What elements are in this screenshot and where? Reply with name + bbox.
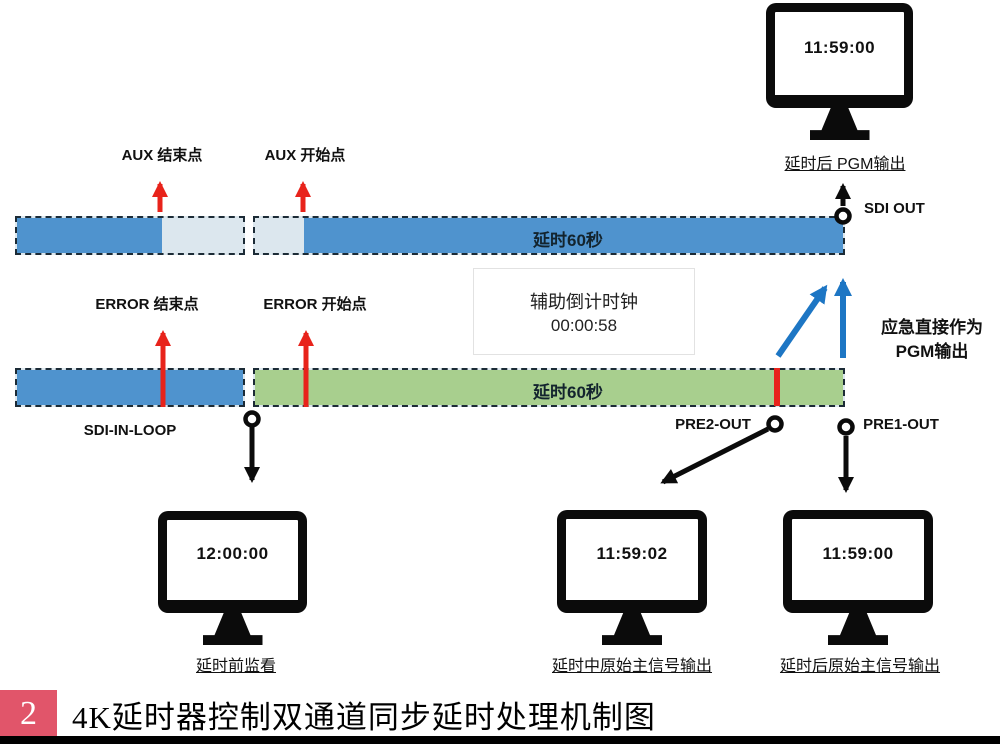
monitor-time: 11:59:02 xyxy=(596,543,668,563)
pgm-output-monitor: 11:59:00 xyxy=(766,3,913,140)
main-bar-label: 延时60秒 xyxy=(533,383,603,402)
figure-number-badge: 2 xyxy=(0,690,57,737)
post-delay-monitor-label: 延时后原始主信号输出 xyxy=(779,658,941,675)
pre1-out-label: PRE1-OUT xyxy=(863,416,939,433)
preview-monitor: 12:00:00 xyxy=(158,511,307,645)
post-delay-monitor: 11:59:00 xyxy=(783,510,933,645)
aux-start-label: AUX 开始点 xyxy=(264,147,346,164)
monitor-screen: 12:00:00 xyxy=(158,511,307,613)
aux-bar-segment-left xyxy=(15,216,245,255)
aux-bar-gap-fill xyxy=(162,218,243,253)
monitor-time: 11:59:00 xyxy=(803,37,876,57)
monitor-screen: 11:59:02 xyxy=(557,510,707,613)
main-bar-segment-left xyxy=(15,368,245,407)
main-bar-blue-fill xyxy=(17,370,243,405)
error-start-label: ERROR 开始点 xyxy=(263,296,367,313)
pre2-out-port-icon xyxy=(766,415,784,433)
emergency-note: 应急直接作为 PGM输出 xyxy=(881,316,983,364)
mid-delay-monitor: 11:59:02 xyxy=(557,510,707,645)
emergency-note-line1: 应急直接作为 xyxy=(881,318,983,337)
pgm-output-monitor-label: 延时后 PGM输出 xyxy=(784,156,906,173)
aux-bar-delay-fill xyxy=(304,218,843,253)
countdown-clock-title: 辅助倒计时钟 xyxy=(530,291,638,312)
monitor-screen: 11:59:00 xyxy=(783,510,933,613)
preview-monitor-label: 延时前监看 xyxy=(195,658,277,675)
main-bar-segment-right xyxy=(253,368,845,407)
countdown-clock-time: 00:00:58 xyxy=(550,315,618,335)
sdi-in-loop-port-icon xyxy=(243,410,261,428)
monitor-stand-icon xyxy=(202,612,263,645)
aux-bar-label: 延时60秒 xyxy=(533,231,603,250)
monitor-stand-icon xyxy=(809,107,870,140)
mid-delay-monitor-label: 延时中原始主信号输出 xyxy=(551,658,713,675)
pre1-out-port-icon xyxy=(837,418,855,436)
aux-end-label: AUX 结束点 xyxy=(121,147,203,164)
footer-divider xyxy=(0,736,1000,744)
error-end-label: ERROR 结束点 xyxy=(95,296,199,313)
sdi-out-label: SDI OUT xyxy=(864,200,925,217)
pre2-out-arrow xyxy=(660,426,770,485)
monitor-stand-icon xyxy=(602,612,662,645)
monitor-time: 12:00:00 xyxy=(196,544,269,563)
emergency-note-line2: PGM输出 xyxy=(895,342,969,361)
aux-bar-segment-right xyxy=(253,216,845,255)
monitor-time: 11:59:00 xyxy=(822,543,894,563)
emergency-arrow-diagonal xyxy=(775,284,828,358)
countdown-clock-box: 辅助倒计时钟 00:00:58 xyxy=(473,268,695,355)
figure-title: 4K延时器控制双通道同步延时处理机制图 xyxy=(72,700,656,735)
monitor-screen: 11:59:00 xyxy=(766,3,913,108)
monitor-stand-icon xyxy=(828,612,888,645)
main-bar-green-fill xyxy=(255,370,843,405)
sdi-in-loop-label: SDI-IN-LOOP xyxy=(83,422,177,439)
pre2-out-label: PRE2-OUT xyxy=(675,416,751,433)
aux-bar-played-fill xyxy=(17,218,162,253)
aux-bar-gap-fill-2 xyxy=(255,218,304,253)
